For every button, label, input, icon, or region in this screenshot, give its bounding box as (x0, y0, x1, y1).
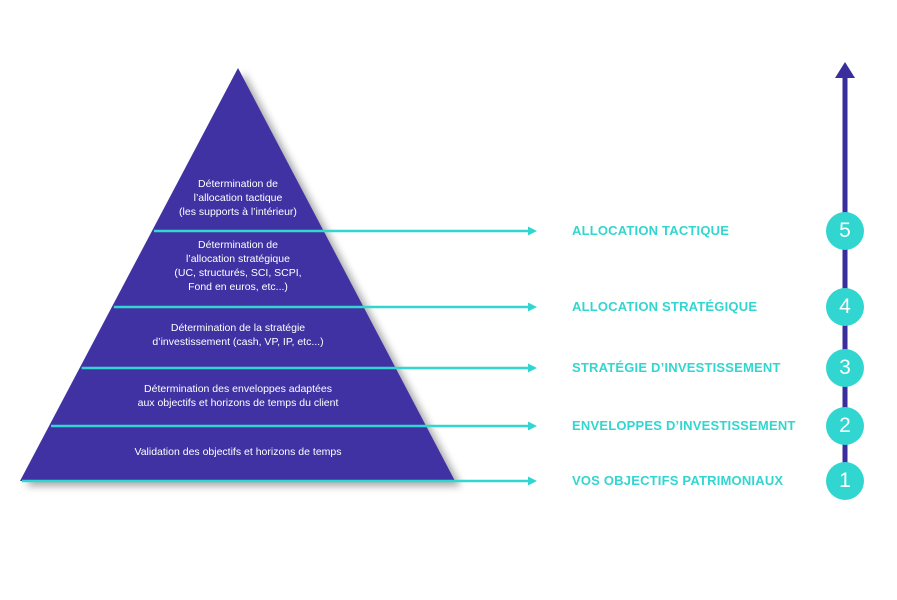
arrow-right-icon (528, 226, 537, 236)
stage-label: STRATÉGIE D’INVESTISSEMENT (572, 360, 781, 375)
arrow-right-icon (528, 421, 537, 431)
stage-label: VOS OBJECTIFS PATRIMONIAUX (572, 473, 784, 488)
arrow-right-icon (528, 363, 537, 373)
tier-description: Détermination de l’allocation stratégiqu… (174, 239, 302, 293)
step-number-badge: 3 (826, 349, 864, 387)
arrow-right-icon (528, 302, 537, 312)
tier-description: Détermination de la stratégie d’investis… (152, 322, 324, 348)
step-number-badge: 5 (826, 212, 864, 250)
step-number-badge: 1 (826, 462, 864, 500)
arrow-up-icon (835, 62, 855, 78)
pyramid-shape (20, 68, 455, 481)
stage-label: ALLOCATION STRATÉGIQUE (572, 299, 758, 314)
tier-description: Détermination des enveloppes adaptées au… (137, 383, 339, 409)
arrow-right-icon (528, 476, 537, 486)
step-number-badge: 4 (826, 288, 864, 326)
stage-label: ALLOCATION TACTIQUE (572, 223, 730, 238)
tier-description: Détermination de l’allocation tactique (… (179, 178, 297, 218)
stage-label: ENVELOPPES D’INVESTISSEMENT (572, 418, 796, 433)
tier-description: Validation des objectifs et horizons de … (134, 446, 342, 458)
step-number-badge: 2 (826, 407, 864, 445)
